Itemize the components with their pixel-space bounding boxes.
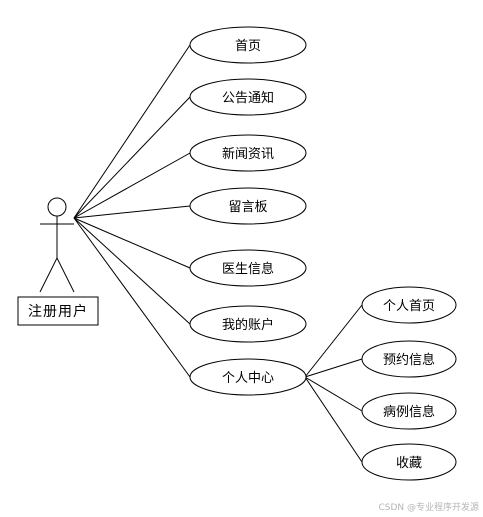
use-case-notice: 公告通知: [189, 78, 307, 116]
use-case-board-ellipse: [189, 187, 307, 225]
association-center: [73, 217, 191, 378]
association-favorite: [304, 376, 363, 463]
actor-figure: [39, 197, 75, 293]
actor-leg-left: [39, 257, 58, 293]
use-case-doctor-ellipse: [189, 249, 307, 287]
use-case-center-ellipse: [189, 358, 307, 396]
watermark: CSDN @专业程序开发源: [378, 503, 479, 513]
use-case-doctor: 医生信息: [189, 249, 307, 287]
use-case-account-ellipse: [189, 305, 307, 343]
use-case-notice-ellipse: [189, 78, 307, 116]
sub-use-case-case-label: 病例信息: [383, 404, 435, 420]
center-associations: [304, 304, 363, 463]
sub-use-case-favorite-label: 收藏: [396, 456, 422, 471]
use-case-home-label: 首页: [235, 39, 261, 54]
association-case: [304, 376, 363, 412]
association-account: [73, 217, 191, 325]
use-case-news: 新闻资讯: [189, 134, 307, 172]
use-case-center-label: 个人中心: [222, 371, 274, 386]
association-doctor: [73, 217, 191, 269]
use-case-news-ellipse: [189, 134, 307, 172]
sub-use-case-personal-home-ellipse: [361, 286, 457, 324]
sub-use-case-booking: 预约信息: [361, 340, 457, 378]
use-case-board: 留言板: [189, 187, 307, 225]
actor-head: [47, 197, 67, 217]
association-board: [73, 205, 191, 219]
sub-use-case-case-ellipse: [361, 392, 457, 430]
use-case-news-label: 新闻资讯: [222, 146, 274, 162]
sub-use-case-booking-ellipse: [361, 340, 457, 378]
actor-leg-right: [56, 257, 75, 293]
association-booking: [304, 358, 363, 378]
use-case-center: 个人中心: [189, 358, 307, 396]
association-home: [73, 44, 191, 219]
sub-use-case-personal-home: 个人首页: [361, 286, 457, 324]
use-case-account: 我的账户: [189, 305, 307, 343]
association-personal-home: [304, 304, 363, 378]
use-case-home: 首页: [189, 26, 307, 64]
association-news: [73, 152, 191, 219]
sub-use-case-favorite-ellipse: [361, 443, 457, 481]
association-notice: [73, 96, 191, 219]
sub-use-case-booking-label: 预约信息: [383, 352, 435, 368]
sub-use-case-favorite: 收藏: [361, 443, 457, 481]
actor-label: 注册用户: [28, 303, 88, 320]
use-case-account-label: 我的账户: [222, 317, 274, 333]
use-case-board-label: 留言板: [228, 200, 267, 215]
use-case-home-ellipse: [189, 26, 307, 64]
sub-use-case-case: 病例信息: [361, 392, 457, 430]
actor-label-box: [17, 296, 99, 326]
sub-use-case-personal-home-label: 个人首页: [383, 299, 435, 314]
actor-associations: [73, 44, 191, 378]
use-case-notice-label: 公告通知: [222, 90, 274, 106]
use-case-doctor-label: 医生信息: [222, 261, 274, 277]
